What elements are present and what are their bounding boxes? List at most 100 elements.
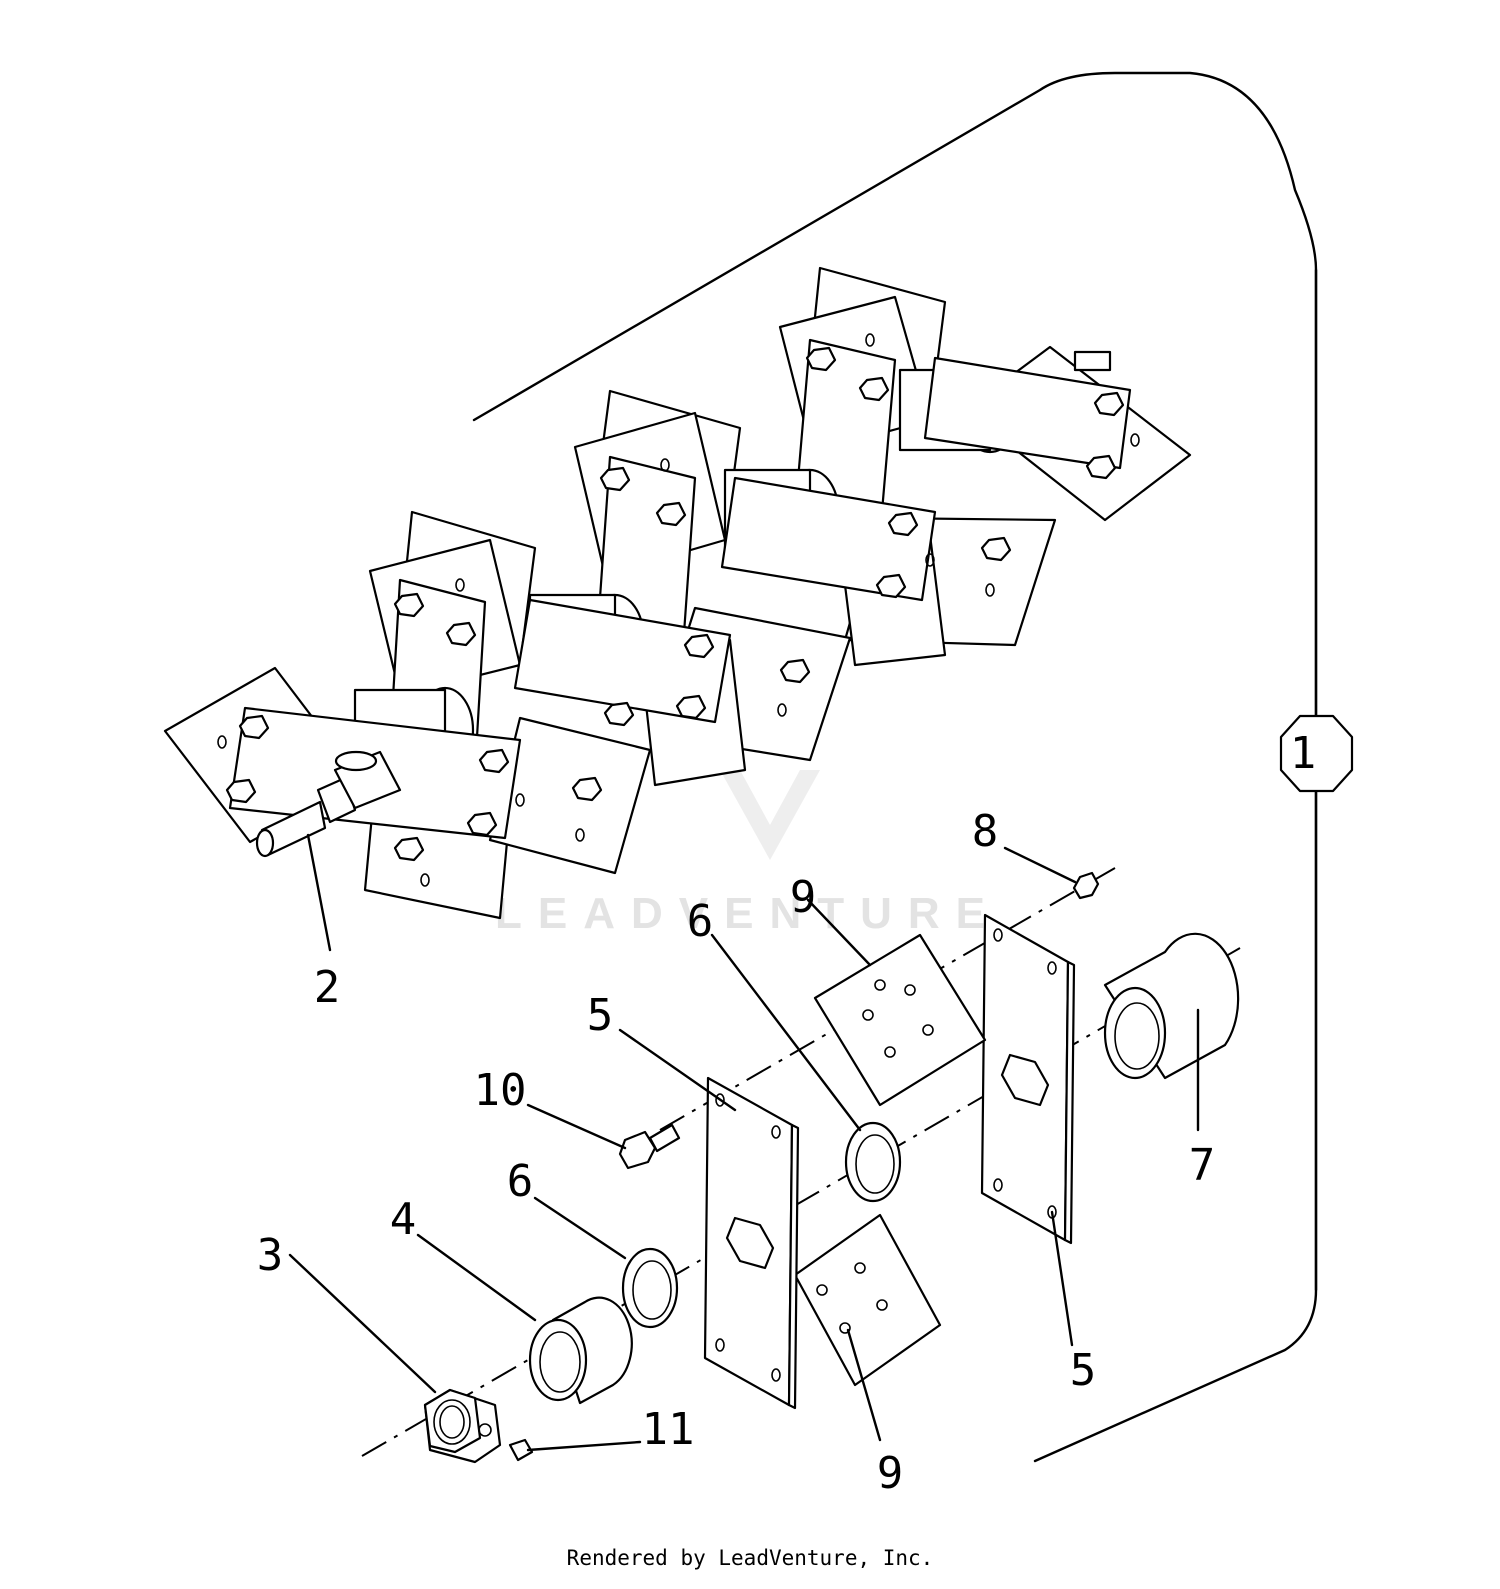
shaft-end-cap xyxy=(255,828,275,858)
bolt-head-icon xyxy=(571,776,603,802)
callout-label-4[interactable]: 4 xyxy=(390,1194,417,1245)
leader-9-bottom xyxy=(846,1328,882,1442)
bolt-head-icon xyxy=(655,501,687,527)
hole xyxy=(816,1284,828,1296)
hole xyxy=(777,703,787,717)
bolt-head-icon xyxy=(675,694,707,720)
leader-9-top xyxy=(806,898,872,967)
washer-left-inner xyxy=(632,1260,672,1320)
bolt-head xyxy=(618,1130,657,1170)
hole xyxy=(884,1046,896,1058)
leader-10 xyxy=(526,1103,627,1150)
tine-blade xyxy=(720,476,937,602)
leader-5-right xyxy=(1050,1210,1074,1347)
axis-line-main xyxy=(361,947,1241,1457)
bolt-head-icon xyxy=(779,658,811,684)
callout-label-2[interactable]: 2 xyxy=(314,962,341,1013)
hole xyxy=(455,578,465,592)
hole xyxy=(715,1093,725,1107)
callout-label-9-top[interactable]: 9 xyxy=(790,872,817,923)
plate-left-edge xyxy=(787,1123,800,1410)
hole xyxy=(575,828,585,842)
gasket-top-body xyxy=(813,933,987,1107)
bolt[interactable] xyxy=(618,1123,681,1170)
bolt-head-icon xyxy=(478,748,510,774)
tine-blade xyxy=(923,356,1132,470)
hex-nut-thread xyxy=(433,1399,471,1445)
callout-label-6-right[interactable]: 6 xyxy=(687,896,714,947)
setscrew-hole xyxy=(478,1423,492,1437)
leader-6-left xyxy=(533,1196,627,1260)
gasket-bottom[interactable] xyxy=(793,1213,942,1387)
callout-label-9-bottom[interactable]: 9 xyxy=(877,1448,904,1499)
plate-holes xyxy=(217,333,1140,887)
rotor-assembly[interactable] xyxy=(163,266,1192,920)
leader-5-left xyxy=(618,1028,737,1112)
callout-label-5-right[interactable]: 5 xyxy=(1070,1345,1097,1396)
hole xyxy=(854,1262,866,1274)
hole xyxy=(985,583,995,597)
hole xyxy=(925,553,935,567)
callout-label-5-left[interactable]: 5 xyxy=(587,990,614,1041)
leader-4 xyxy=(416,1233,537,1322)
callout-label-6-left[interactable]: 6 xyxy=(507,1156,534,1207)
callout-label-3[interactable]: 3 xyxy=(257,1230,284,1281)
watermark-logo xyxy=(720,770,820,860)
hole xyxy=(876,1299,888,1311)
footer-credit: Rendered by LeadVenture, Inc. xyxy=(566,1546,934,1570)
bolt-head-icon xyxy=(466,811,498,837)
callout-1[interactable]: 1 xyxy=(1279,714,1354,793)
tine-blade xyxy=(513,598,732,724)
bolt-head-icon xyxy=(238,714,270,740)
bolt-head-icon xyxy=(875,573,907,599)
plate-right-edge xyxy=(1063,960,1076,1245)
leader-2 xyxy=(306,833,332,952)
hole xyxy=(922,1024,934,1036)
hole xyxy=(660,458,670,472)
hole xyxy=(862,1009,874,1021)
shaft-end xyxy=(255,750,402,858)
bolt-head-icon xyxy=(805,346,837,372)
plate-left[interactable] xyxy=(703,1076,800,1410)
assembly-boundary xyxy=(472,71,1318,1463)
hole xyxy=(839,1322,851,1334)
bearing-left[interactable] xyxy=(528,1296,633,1405)
bearing-left-bore xyxy=(539,1331,581,1393)
callout-label-1: 1 xyxy=(1290,728,1317,779)
callout-1-octagon xyxy=(1279,714,1354,793)
setscrew[interactable] xyxy=(508,1438,534,1462)
bolt-head-icon xyxy=(603,701,635,727)
washer-right[interactable] xyxy=(844,1121,902,1203)
hex-nut[interactable] xyxy=(423,1388,502,1464)
hole xyxy=(420,873,430,887)
bolt-head-icon xyxy=(225,778,257,804)
bolt-head-icon xyxy=(599,466,631,492)
hole xyxy=(715,1338,725,1352)
hole xyxy=(904,984,916,996)
hole xyxy=(1130,433,1140,447)
callout-label-11[interactable]: 11 xyxy=(642,1404,695,1455)
hole xyxy=(515,793,525,807)
plate-right[interactable] xyxy=(980,913,1076,1245)
hole xyxy=(1047,961,1057,975)
callout-label-8[interactable]: 8 xyxy=(972,806,999,857)
hole xyxy=(865,333,875,347)
callout-label-10[interactable]: 10 xyxy=(474,1065,527,1116)
leader-11 xyxy=(526,1440,642,1452)
hole xyxy=(217,735,227,749)
gasket-bottom-body xyxy=(793,1213,942,1387)
shaft-stub xyxy=(1073,350,1112,372)
leader-lines xyxy=(288,846,1200,1452)
washer-right-inner xyxy=(855,1134,895,1194)
gasket-top[interactable] xyxy=(813,933,987,1107)
locknut[interactable] xyxy=(1072,871,1100,900)
callout-label-7[interactable]: 7 xyxy=(1189,1140,1216,1191)
hole xyxy=(874,979,886,991)
bearing-right-face xyxy=(1103,986,1167,1080)
watermark-text: LEADVENTURE xyxy=(495,889,1001,938)
bolt-head-icon xyxy=(1085,454,1117,480)
bolt-head-icon xyxy=(1093,391,1125,417)
bearing-right[interactable] xyxy=(1103,932,1240,1080)
washer-left[interactable] xyxy=(621,1247,679,1329)
